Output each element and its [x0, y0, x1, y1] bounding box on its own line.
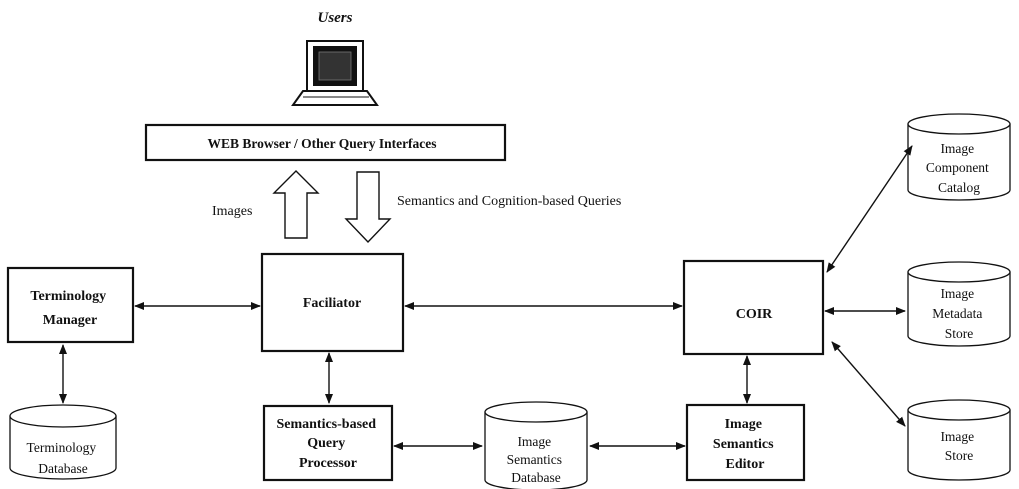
query-processor-box [262, 404, 394, 482]
image-metadata-store-label: Image Metadata Store [932, 286, 986, 341]
images-label: Images [212, 204, 252, 219]
image-metadata-store-line-2: Metadata [932, 306, 982, 321]
image-semantics-editor-label: Image Semantics Editor [713, 417, 777, 472]
coir-imagestore-arrow [831, 341, 906, 427]
terminology-manager-label: Terminology Manager [30, 289, 109, 328]
image-semantics-editor-box [685, 403, 806, 482]
web-browser-box [144, 123, 507, 162]
terminology-manager-box [6, 266, 135, 344]
image-component-catalog-line-3: Catalog [938, 180, 980, 195]
images-up-arrow [272, 170, 320, 239]
coir-box [682, 259, 825, 356]
terminology-manager-line-1: Terminology [30, 289, 106, 304]
image-store-line-1: Image [940, 429, 974, 444]
image-semantics-database-cylinder [484, 401, 588, 489]
laptop-icon [291, 40, 379, 106]
users-label: Users [317, 10, 352, 26]
terminology-manager-line-2: Manager [43, 313, 97, 328]
image-store-cylinder [907, 399, 1011, 481]
query-processor-line-3: Processor [299, 456, 357, 471]
coir-catalog-arrow [826, 145, 913, 273]
image-metadata-store-line-1: Image [940, 286, 974, 301]
coir-label: COIR [736, 307, 773, 322]
query-processor-line-2: Query [307, 436, 345, 451]
terminology-database-label: Terminology Database [27, 440, 100, 476]
image-semantics-database-line-2: Semantics [507, 452, 563, 467]
image-semantics-database-line-1: Image [517, 434, 551, 449]
faciliator-box [260, 252, 405, 353]
image-semantics-database-label: Image Semantics Database [507, 434, 566, 485]
terminology-database-cylinder [9, 404, 117, 480]
image-component-catalog-line-1: Image [940, 141, 974, 156]
web-browser-label: WEB Browser / Other Query Interfaces [207, 136, 436, 151]
image-semantics-editor-line-2: Semantics [713, 437, 774, 452]
query-processor-line-1: Semantics-based [276, 417, 376, 432]
image-semantics-editor-line-1: Image [725, 417, 762, 432]
terminology-database-line-2: Database [38, 461, 87, 476]
image-component-catalog-label: Image Component Catalog [926, 141, 992, 195]
image-semantics-editor-line-3: Editor [726, 457, 765, 472]
queries-down-arrow [344, 171, 392, 244]
query-processor-label: Semantics-based Query Processor [276, 417, 379, 471]
image-metadata-store-cylinder [907, 261, 1011, 347]
image-component-catalog-cylinder [907, 113, 1011, 201]
terminology-database-line-1: Terminology [27, 440, 97, 455]
queries-label: Semantics and Cognition-based Queries [397, 194, 621, 209]
image-store-label: Image Store [940, 429, 977, 463]
faciliator-label: Faciliator [303, 296, 361, 311]
image-semantics-database-line-3: Database [511, 470, 560, 485]
image-metadata-store-line-3: Store [945, 326, 974, 341]
image-store-line-2: Store [945, 448, 974, 463]
image-component-catalog-line-2: Component [926, 160, 989, 175]
